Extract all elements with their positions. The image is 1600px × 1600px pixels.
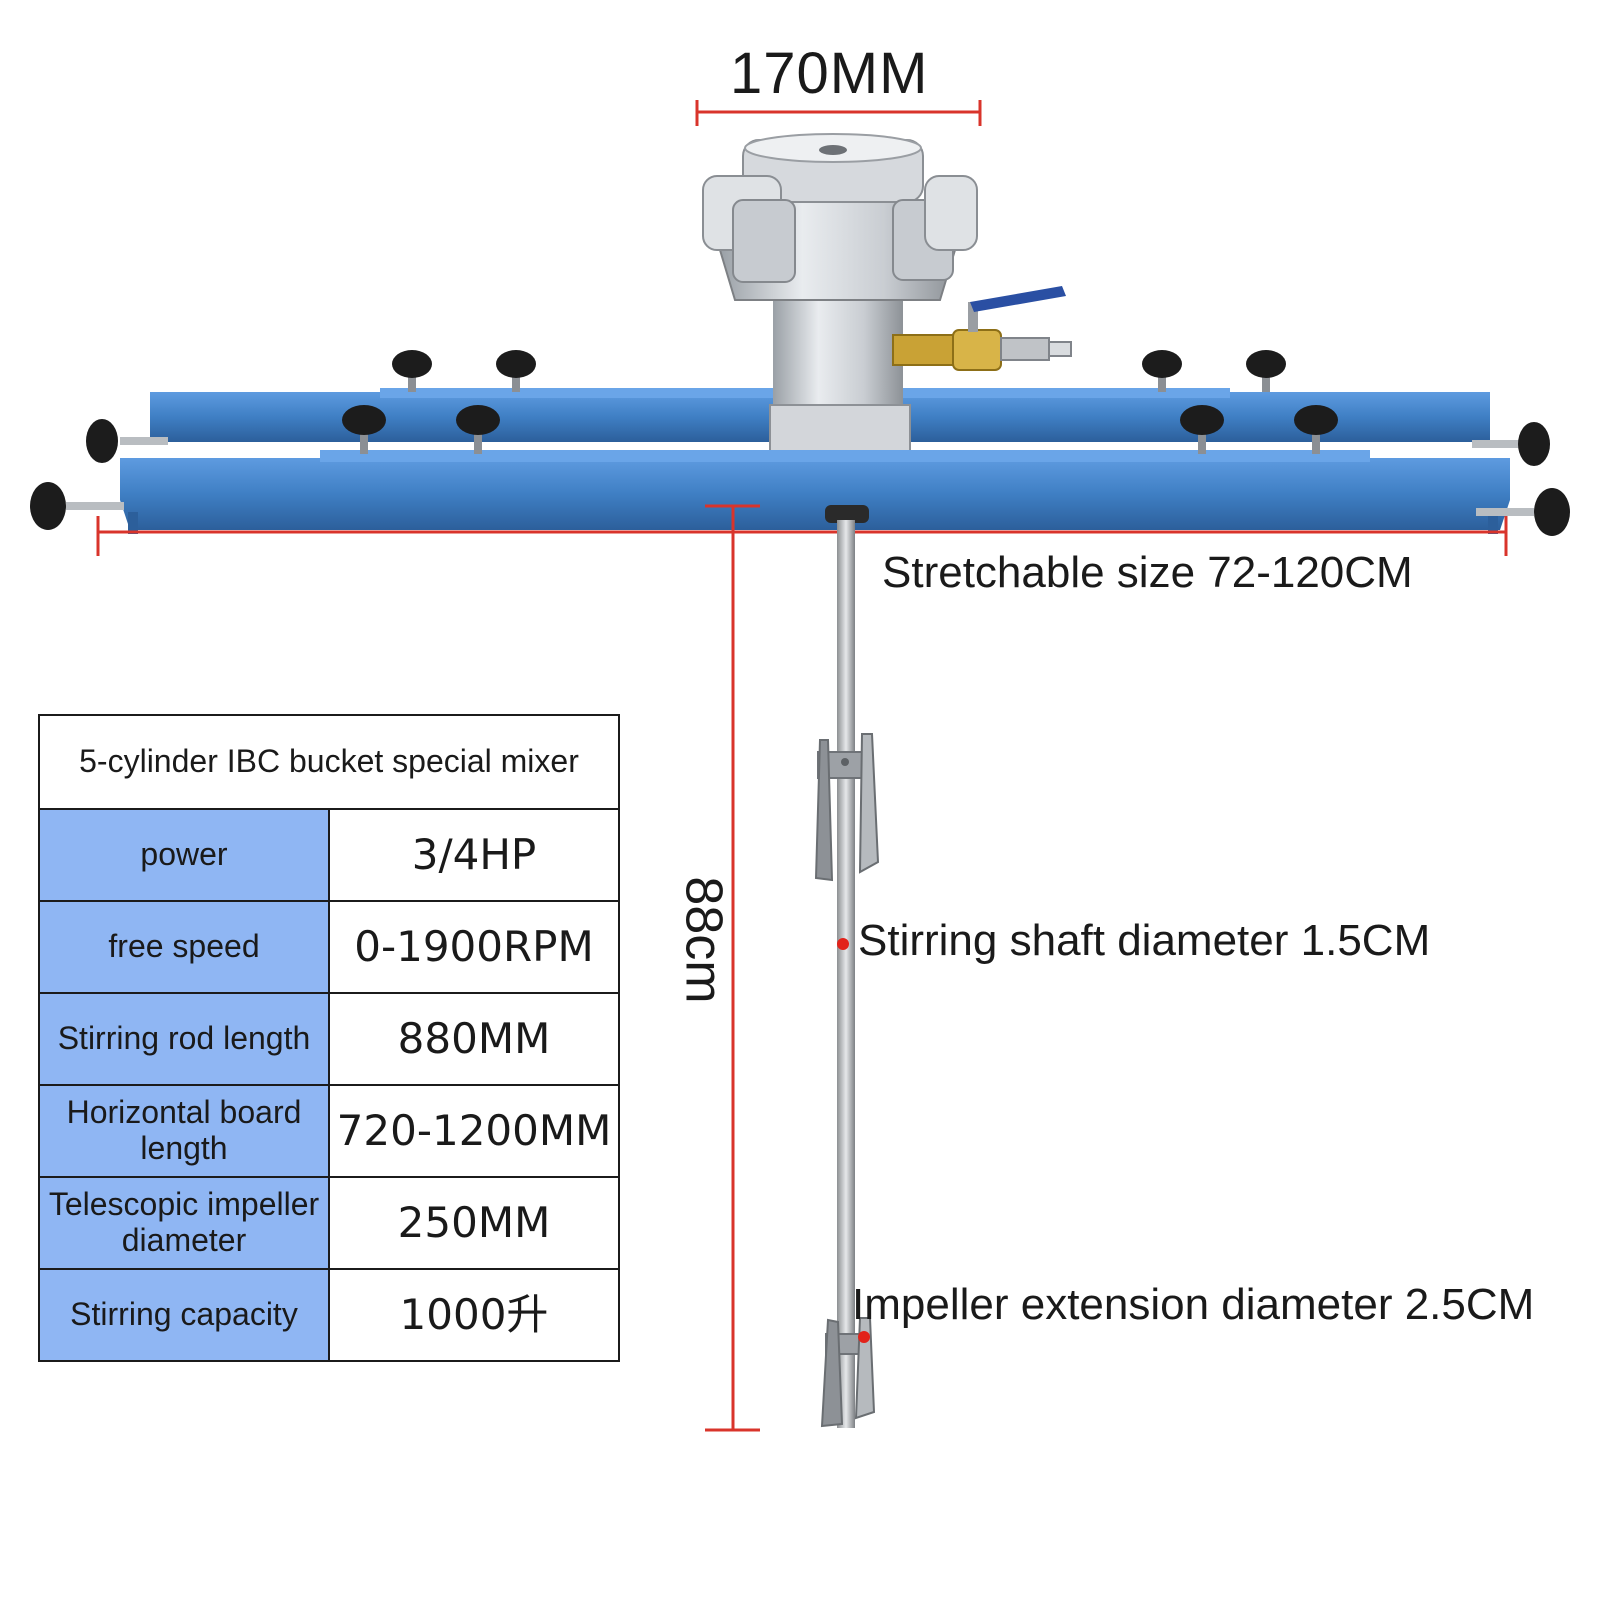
spec-key: free speed	[38, 900, 330, 994]
spec-value: 1000升	[328, 1268, 620, 1362]
spec-table-title-row: 5-cylinder IBC bucket special mixer	[38, 714, 620, 810]
spec-key: Stirring rod length	[38, 992, 330, 1086]
shaft-diameter-label: Stirring shaft diameter 1.5CM	[858, 916, 1431, 965]
spec-value: 720-1200MM	[328, 1084, 620, 1178]
knob-icons	[30, 350, 1570, 536]
shaft-pointer-dot	[837, 938, 849, 950]
spec-key: Stirring capacity	[38, 1268, 330, 1362]
knob-icon	[392, 350, 432, 392]
knob-icon	[1476, 488, 1570, 536]
spec-row-impeller-diameter: Telescopic impeller diameter 250MM	[38, 1176, 620, 1270]
stirring-shaft	[825, 505, 869, 1428]
top-width-label: 170MM	[730, 41, 929, 106]
spec-row-board-length: Horizontal board length 720-1200MM	[38, 1084, 620, 1178]
impeller-diameter-label: Impeller extension diameter 2.5CM	[852, 1280, 1535, 1329]
knob-icon	[1142, 350, 1182, 392]
spec-row-power: power 3/4HP	[38, 808, 620, 902]
top-width-dimension-line	[695, 100, 982, 126]
spec-row-free-speed: free speed 0-1900RPM	[38, 900, 620, 994]
knob-icon	[30, 482, 124, 530]
spec-key: Horizontal board length	[38, 1084, 330, 1178]
impeller-pointer-dot	[858, 1331, 870, 1343]
spec-row-rod-length: Stirring rod length 880MM	[38, 992, 620, 1086]
knob-icon	[86, 419, 168, 463]
spec-key: Telescopic impeller diameter	[38, 1176, 330, 1270]
spec-value: 250MM	[328, 1176, 620, 1270]
knob-icon	[342, 405, 386, 454]
height-dimension-line	[705, 504, 760, 1432]
air-valve	[892, 286, 1072, 371]
spec-table-title: 5-cylinder IBC bucket special mixer	[38, 714, 620, 810]
knob-icon	[1246, 350, 1286, 392]
knob-icon	[1180, 405, 1224, 454]
air-motor	[702, 133, 978, 466]
spec-value: 3/4HP	[328, 808, 620, 902]
knob-icon	[496, 350, 536, 392]
knob-icon	[1294, 405, 1338, 454]
spec-row-capacity: Stirring capacity 1000升	[38, 1268, 620, 1362]
knob-icon	[1472, 422, 1550, 466]
lower-impeller	[820, 1317, 876, 1428]
stretch-dimension-line	[96, 516, 1508, 556]
stretchable-size-label: Stretchable size 72-120CM	[882, 548, 1413, 597]
height-label: 88cm	[674, 876, 733, 1004]
spec-value: 880MM	[328, 992, 620, 1086]
knob-icon	[456, 405, 500, 454]
spec-table: 5-cylinder IBC bucket special mixer powe…	[38, 714, 620, 1362]
upper-impeller	[814, 733, 880, 882]
spec-value: 0-1900RPM	[328, 900, 620, 994]
spec-key: power	[38, 808, 330, 902]
front-crossbar	[120, 450, 1510, 534]
